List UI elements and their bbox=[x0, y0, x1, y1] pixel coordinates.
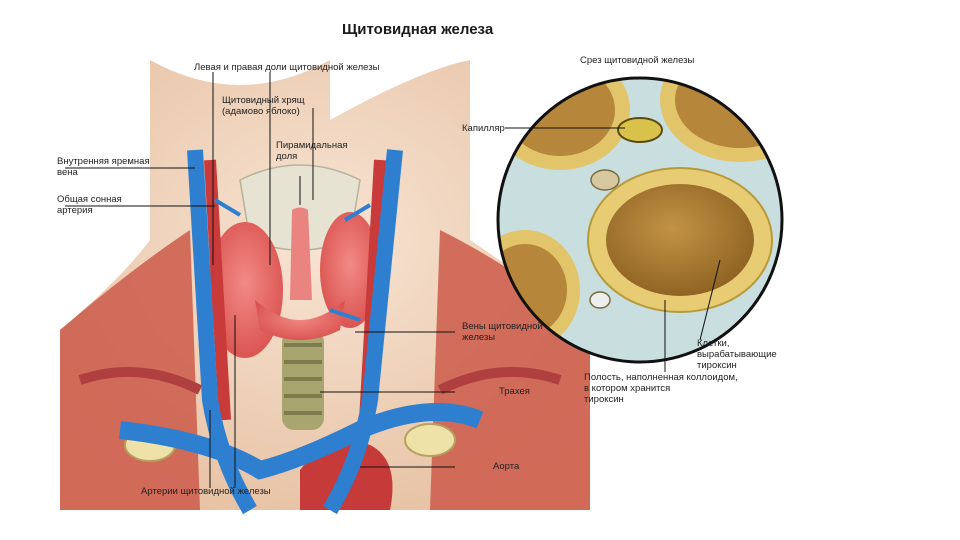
label-internal-jugular-vein: Внутренняя яремная вена bbox=[57, 156, 150, 178]
label-colloid-cavity: Полость, наполненная коллоидом, в которо… bbox=[584, 372, 738, 405]
label-common-carotid-artery: Общая сонная артерия bbox=[57, 194, 122, 216]
label-capillary: Капилляр bbox=[462, 123, 505, 134]
label-thyroid-lobes: Левая и правая доли щитовидной железы bbox=[194, 62, 379, 73]
label-trachea: Трахея bbox=[499, 386, 530, 397]
label-thyroid-veins: Вены щитовидной железы bbox=[462, 321, 543, 343]
label-thyroxine-cells: Клетки, вырабатывающие тироксин bbox=[697, 338, 777, 371]
label-thyroid-arteries: Артерии щитовидной железы bbox=[141, 486, 271, 497]
trachea-illustration bbox=[282, 330, 324, 430]
label-aorta: Аорта bbox=[493, 461, 519, 472]
label-pyramidal-lobe: Пирамидальная доля bbox=[276, 140, 348, 162]
label-thyroid-cartilage: Щитовидный хрящ (адамово яблоко) bbox=[222, 95, 305, 117]
label-thyroid-section: Срез щитовидной железы bbox=[580, 55, 694, 66]
